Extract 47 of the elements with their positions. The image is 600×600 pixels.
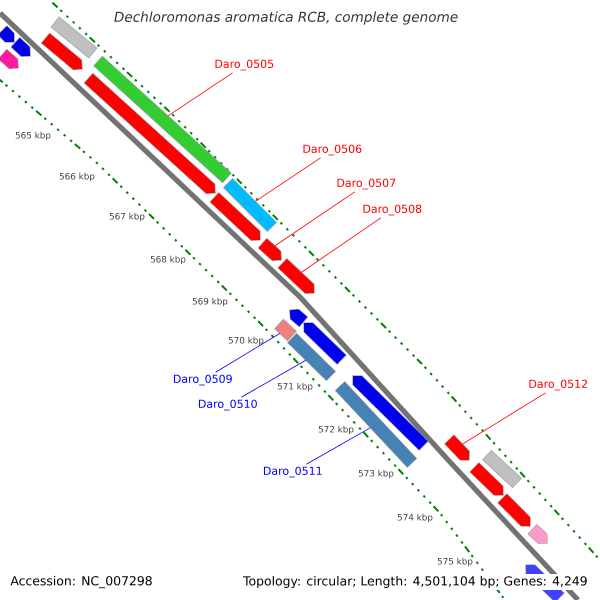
leader-line bbox=[306, 427, 371, 465]
scale-label: 566 kbp bbox=[60, 172, 94, 182]
gene-feature bbox=[274, 318, 297, 342]
gene-label: Daro_0511 bbox=[264, 466, 322, 478]
scale-label: 565 kbp bbox=[16, 132, 50, 140]
gene-feature bbox=[278, 258, 315, 294]
scale-label: 568 kbp bbox=[150, 256, 186, 264]
scale-label: 567 kbp bbox=[110, 212, 144, 222]
gene-feature bbox=[0, 25, 15, 43]
leader-line bbox=[240, 360, 306, 398]
info-text: Accession: NC_007298 bbox=[8, 574, 155, 590]
info-text: Topology: circular; Length: 4,501,104 bp; Genes: 4,249 bbox=[241, 574, 590, 590]
gene-feature bbox=[210, 192, 261, 241]
gene-feature bbox=[444, 434, 470, 461]
scale-label: 574 kbp bbox=[398, 514, 432, 522]
scale-label: 569 kbp bbox=[192, 298, 228, 306]
gene-feature bbox=[469, 462, 504, 496]
gene-label: Daro_0510 bbox=[198, 400, 257, 410]
leader-line bbox=[255, 157, 322, 202]
scale-label: 571 kbp bbox=[278, 382, 312, 392]
gene-feature bbox=[40, 32, 83, 70]
gene-feature bbox=[303, 322, 347, 365]
gene-feature bbox=[528, 524, 548, 544]
gene-label: Daro_0509 bbox=[174, 374, 232, 386]
gene-label: Daro_0507 bbox=[337, 178, 396, 190]
leader-line bbox=[462, 392, 546, 444]
gene-feature bbox=[482, 450, 522, 488]
leader-line bbox=[274, 191, 356, 246]
title: Dechloromonas aromatica RCB, complete genome bbox=[114, 11, 458, 25]
gene-feature bbox=[289, 308, 308, 328]
gene-label: Daro_0508 bbox=[363, 204, 422, 216]
gene-feature bbox=[0, 48, 19, 70]
gene-feature bbox=[352, 375, 429, 451]
scale-label: 570 kbp bbox=[228, 336, 264, 346]
scale-label: 572 kbp bbox=[318, 426, 354, 434]
gene-feature bbox=[10, 37, 31, 57]
gene-label: Daro_0512 bbox=[529, 380, 588, 390]
leader-line bbox=[301, 217, 382, 273]
gene-label: Daro_0506 bbox=[303, 144, 362, 156]
gene-feature bbox=[334, 381, 418, 468]
scale-label: 573 kbp bbox=[358, 470, 394, 478]
gene-feature bbox=[497, 493, 531, 527]
gene-feature bbox=[258, 238, 282, 261]
leader-line bbox=[168, 72, 233, 116]
scale-label: 575 kbp bbox=[438, 558, 472, 566]
leader-line bbox=[215, 333, 280, 373]
gene-label: Daro_0505 bbox=[215, 60, 274, 70]
